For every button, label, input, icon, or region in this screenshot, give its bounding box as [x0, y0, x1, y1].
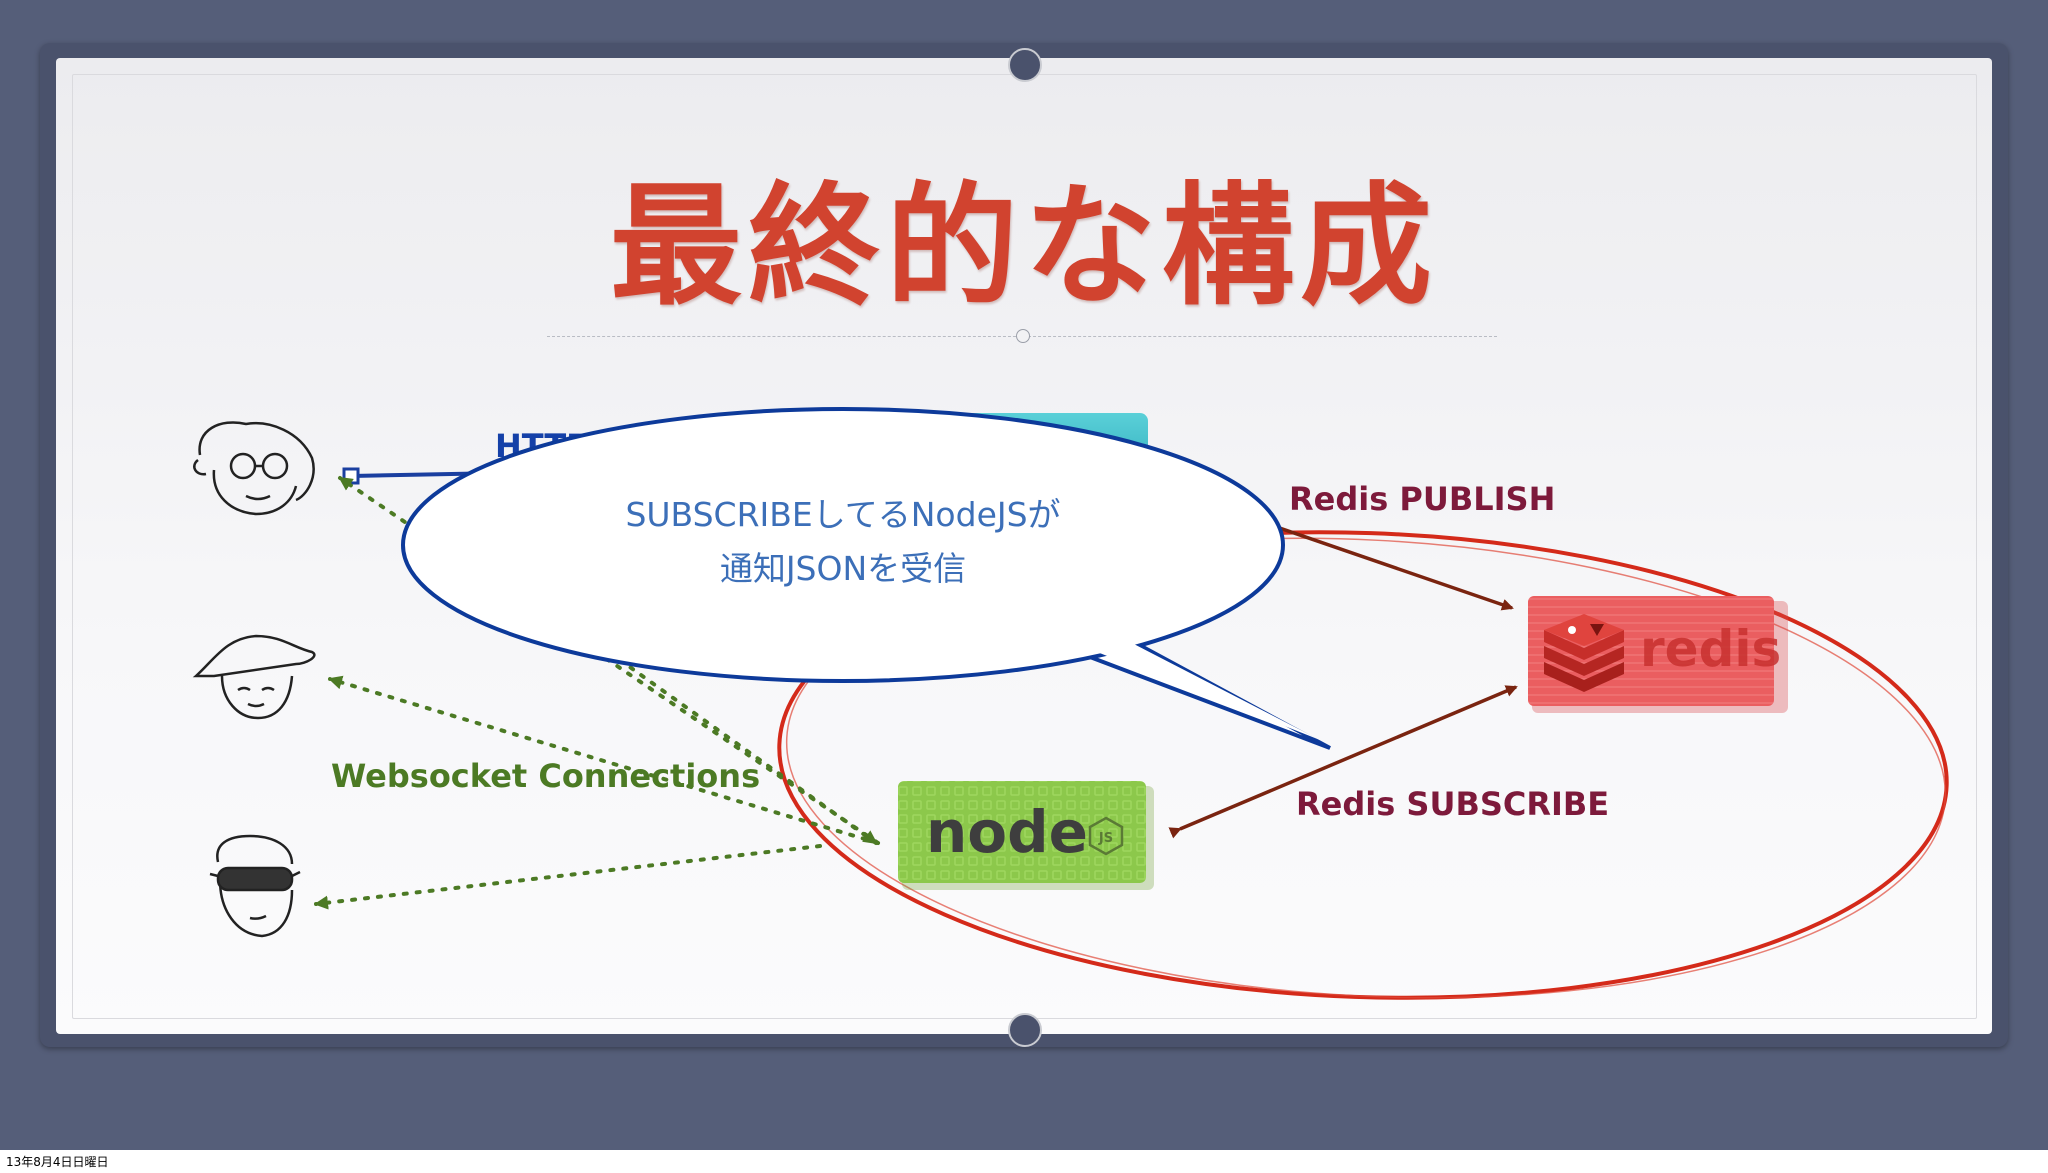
websocket-label: Websocket Connections	[331, 757, 760, 795]
slide-bottom-notch	[1008, 1013, 1042, 1047]
callout-bubble: SUBSCRIBEしてるNodeJSが 通知JSONを受信	[401, 407, 1331, 750]
nodejs-logo-text: node	[926, 798, 1088, 866]
redis-publish-arrow	[1261, 520, 1514, 611]
redis-subscribe-label: Redis SUBSCRIBE	[1296, 785, 1609, 823]
redis-publish-label: Redis PUBLISH	[1289, 480, 1555, 518]
user-avatar-hat	[192, 634, 316, 720]
title-divider-dot	[1016, 329, 1030, 343]
highlight-ellipse	[777, 530, 1949, 1000]
slide-top-notch	[1008, 48, 1042, 82]
nodejs-badge-icon: JS	[1088, 816, 1124, 856]
redis-stack-icon	[1544, 614, 1624, 692]
callout-line-1: SUBSCRIBEしてるNodeJSが	[625, 495, 1060, 534]
callout-line-2: 通知JSONを受信	[720, 549, 966, 588]
footer-date: 13年8月4日日曜日	[6, 1155, 109, 1169]
redis-logo-text: redis	[1640, 620, 1781, 678]
redis-subscribe-arrow	[1168, 685, 1518, 839]
nodejs-badge-text: JS	[1098, 831, 1113, 846]
redis-logo: redis	[1528, 596, 1788, 713]
slide-title: 最終的な構成	[610, 170, 1438, 324]
nodejs-logo: node JS	[898, 781, 1154, 890]
user-avatar-glasses	[193, 421, 315, 516]
user-avatar-goggles	[209, 834, 301, 938]
